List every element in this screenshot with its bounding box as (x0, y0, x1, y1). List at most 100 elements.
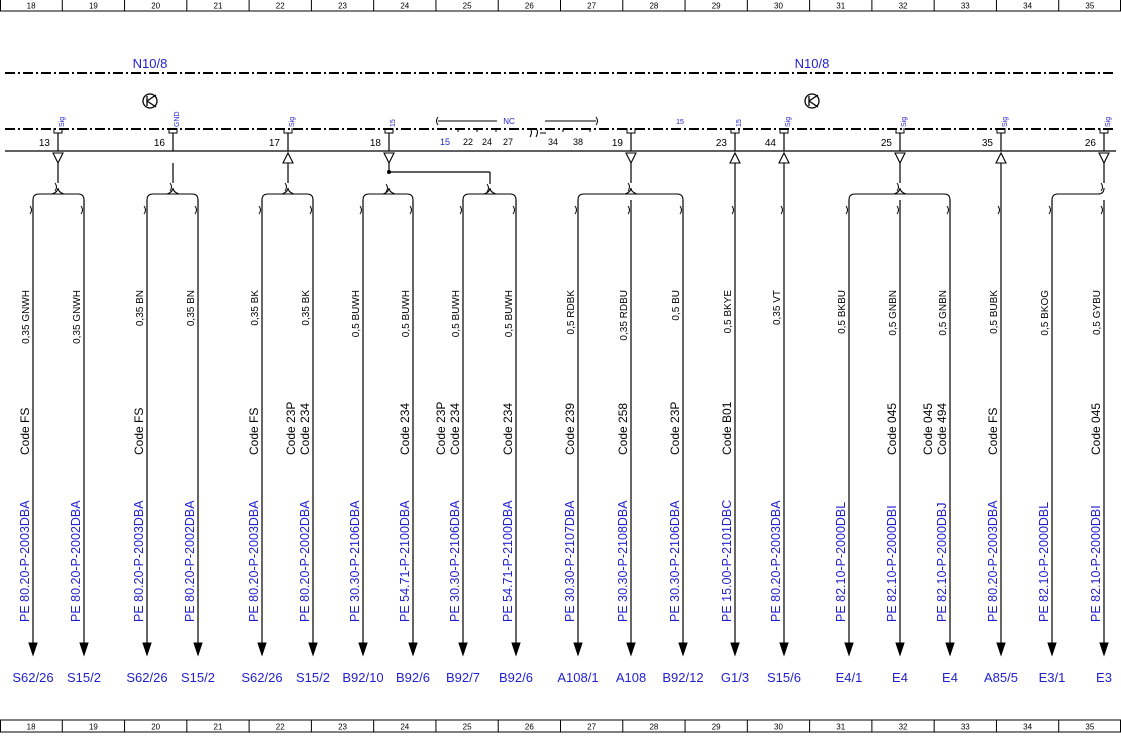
wire-destination: S62/26 (12, 670, 53, 685)
wire-code-label: Code FS (986, 408, 1000, 455)
wire-size-color: 0,5 GNBN (938, 290, 949, 336)
wire-code-label: Code FS (247, 408, 261, 455)
wire-doc-reference: PE 80.20-P-2003DBA (986, 500, 1000, 622)
signal-label: 15 (390, 119, 397, 127)
nc-pin-number: 15 (440, 137, 450, 147)
wire-break (512, 205, 515, 215)
wire-break (459, 205, 462, 215)
branch-break (385, 183, 388, 193)
branch-peak (893, 187, 907, 195)
branch-bracket (146, 193, 199, 201)
wire-break (258, 205, 261, 215)
arrow-down-icon (626, 642, 636, 657)
wire-destination: E3/1 (1039, 670, 1066, 685)
wire-break (143, 205, 146, 215)
branch-bracket (1051, 187, 1105, 201)
ruler-label: 33 (961, 2, 970, 11)
signal-15-label: 15 (676, 119, 684, 126)
signal-label: Sig (289, 117, 296, 127)
wire-destination: A85/5 (984, 670, 1018, 685)
ruler-label: 26 (525, 723, 534, 732)
wire-code-label: Code 239 (563, 403, 577, 455)
arrow-down-icon (193, 642, 203, 657)
wire-break (845, 205, 848, 215)
wire-size-color: 0,5 BUWH (504, 290, 515, 337)
arrow-down-icon (678, 642, 688, 657)
nc-pin-number: 27 (503, 137, 513, 147)
wire-doc-reference: PE 80.20-P-2002DBA (183, 500, 197, 622)
ruler-label: 33 (961, 723, 970, 732)
wire-code-label: Code 23P (668, 402, 682, 455)
branch-bracket (261, 193, 314, 201)
ruler-label: 18 (27, 2, 36, 11)
ruler-label: 34 (1023, 2, 1032, 11)
pin-number: 25 (881, 138, 893, 149)
ruler-label: 34 (1023, 723, 1032, 732)
branch-bracket (362, 193, 414, 201)
wire-destination: B92/10 (342, 670, 383, 685)
ruler-label: 29 (712, 2, 721, 11)
branch-bracket (462, 193, 517, 201)
arrow-down-icon (895, 642, 905, 657)
wire-doc-reference: PE 30.30-P-2108DBA (616, 500, 630, 622)
wire-doc-reference: PE 54.71-P-2100DBA (398, 500, 412, 622)
wire-code-label: Code 234 (501, 403, 515, 455)
arrow-down-icon (52, 152, 64, 165)
ruler-label: 21 (214, 723, 223, 732)
wire-size-color: 0,35 BK (301, 290, 312, 326)
ruler-label: 32 (899, 723, 908, 732)
wire-destination: S15/6 (767, 670, 801, 685)
wire-size-color: 0,5 BUWH (451, 290, 462, 337)
wire-break (946, 205, 949, 215)
ruler-label: 28 (649, 2, 658, 11)
branch-bracket (32, 193, 85, 201)
arrow-down-icon (779, 642, 789, 657)
wire-code-label: Code 258 (616, 403, 630, 455)
wire-destination: S15/2 (296, 670, 330, 685)
wire-doc-reference: PE 80.20-P-2003DBA (247, 500, 261, 622)
branch-break (169, 182, 172, 192)
connector-label: N10/8 (795, 56, 830, 71)
wire-break (997, 205, 1000, 215)
arrow-down-icon (945, 642, 955, 657)
wire-size-color: 0,5 BUWH (351, 290, 362, 337)
wire-size-color: 0,35 BN (186, 290, 197, 326)
ruler-label: 27 (587, 723, 596, 732)
pin-number: 16 (154, 138, 166, 149)
branch-peak (483, 187, 497, 195)
wire-size-color: 0,5 BU (671, 290, 682, 321)
wire-doc-reference: PE 30.30-P-2107DBA (563, 500, 577, 622)
wire-doc-reference: PE 80.20-P-2002DBA (298, 500, 312, 622)
signal-label: GND (174, 111, 181, 127)
arrow-up-icon (778, 151, 790, 164)
arrow-down-icon (408, 642, 418, 657)
arrow-down-icon (383, 152, 395, 165)
wire-code-label: Code B01 (720, 401, 734, 455)
nc-label: NC (503, 117, 515, 126)
wire-break (731, 205, 734, 215)
branch-peak (166, 187, 180, 195)
wire-size-color: 0,5 BUWH (401, 290, 412, 337)
wire-size-color: 0,5 BKBU (837, 290, 848, 334)
wire-doc-reference: PE 80.20-P-2002DBA (69, 500, 83, 622)
nc-pin-ticks (457, 129, 591, 132)
arrow-down-icon (1098, 152, 1110, 165)
arrow-down-icon (1047, 642, 1057, 657)
nc-pin-number: 34 (548, 137, 558, 147)
wire-size-color: 0,35 RDBU (619, 290, 630, 341)
transistor-icon (804, 93, 820, 109)
transistor-icon-leg (808, 100, 819, 108)
ruler-label: 24 (400, 723, 409, 732)
arrow-down-icon (1099, 642, 1109, 657)
arrow-down-icon (142, 642, 152, 657)
signal-label: Sig (1002, 117, 1009, 127)
wire-break (574, 205, 577, 215)
ruler-label: 19 (89, 2, 98, 11)
arrow-down-icon (844, 642, 854, 657)
ruler-label: 32 (899, 2, 908, 11)
wire-size-color: 0,35 BN (135, 290, 146, 326)
nc-pin-number: 22 (463, 137, 473, 147)
nc-pin-number: 24 (482, 137, 492, 147)
branch-bracket (848, 193, 951, 201)
